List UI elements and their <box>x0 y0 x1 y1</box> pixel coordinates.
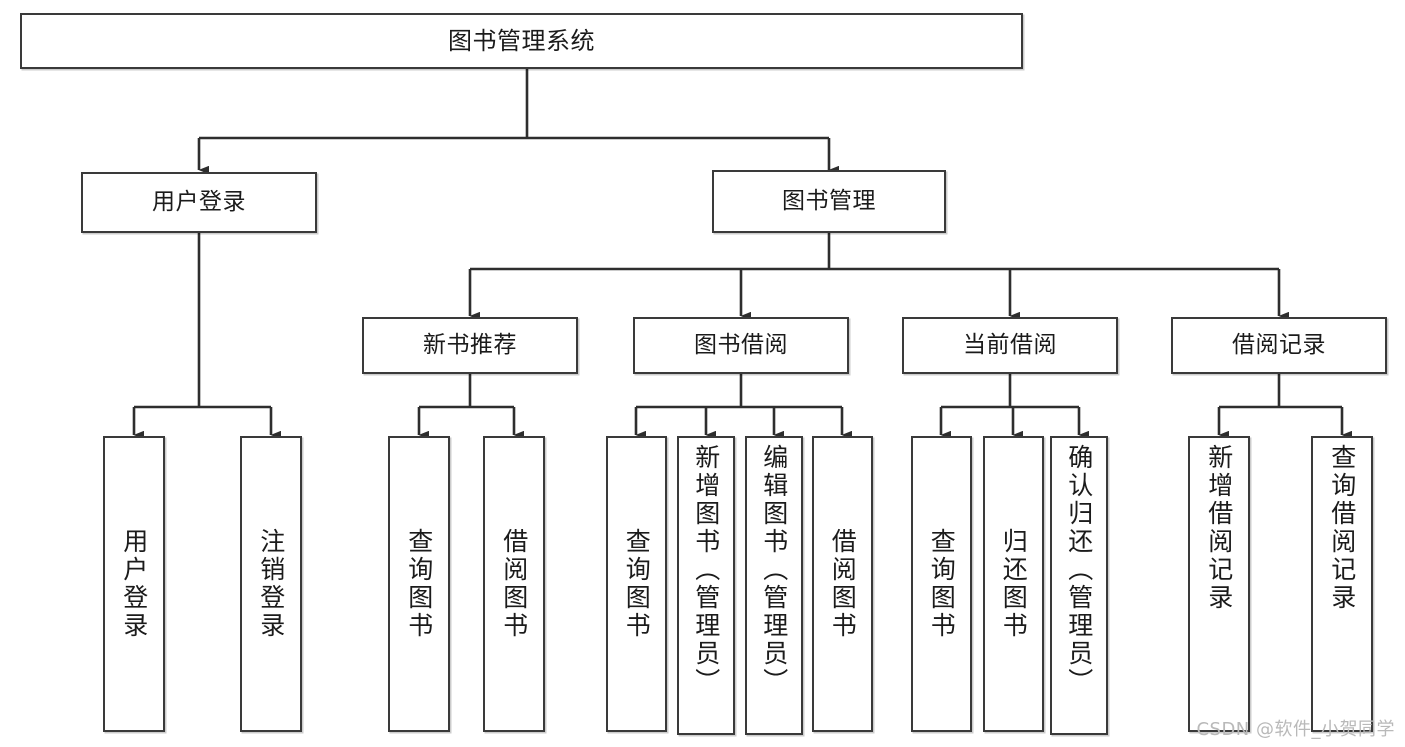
node-book-borrow[interactable]: 图书借阅 <box>633 317 849 374</box>
node-leaf-add-book[interactable]: 新增图书（管理员） <box>677 436 735 735</box>
node-new-book-recommend[interactable]: 新书推荐 <box>362 317 578 374</box>
csdn-watermark: CSDN @软件_小贺同学 <box>1196 719 1395 740</box>
node-label: 查询借阅记录 <box>1327 444 1357 612</box>
node-leaf-borrow-book-2[interactable]: 借阅图书 <box>812 436 873 732</box>
node-label: 用户登录 <box>119 528 149 640</box>
node-leaf-query-book-2[interactable]: 查询图书 <box>606 436 667 732</box>
node-label: 查询图书 <box>927 528 957 640</box>
node-label: 查询图书 <box>622 528 652 640</box>
node-label: 新书推荐 <box>423 331 517 358</box>
node-label: 新增图书（管理员） <box>691 444 721 696</box>
node-leaf-borrow-book-1[interactable]: 借阅图书 <box>483 436 545 732</box>
node-label: 用户登录 <box>152 188 246 215</box>
node-label: 图书管理 <box>782 187 876 214</box>
node-leaf-query-book-1[interactable]: 查询图书 <box>388 436 450 732</box>
node-leaf-query-record[interactable]: 查询借阅记录 <box>1311 436 1373 732</box>
node-label: 图书借阅 <box>694 331 788 358</box>
node-label: 当前借阅 <box>963 331 1057 358</box>
node-label: 图书管理系统 <box>448 26 595 55</box>
node-label: 借阅图书 <box>828 528 858 640</box>
node-leaf-return-book[interactable]: 归还图书 <box>983 436 1044 732</box>
node-label: 确认归还（管理员） <box>1064 444 1094 696</box>
node-label: 归还图书 <box>999 528 1029 640</box>
node-leaf-user-login[interactable]: 用户登录 <box>103 436 165 732</box>
node-leaf-add-record[interactable]: 新增借阅记录 <box>1188 436 1250 732</box>
node-label: 查询图书 <box>404 528 434 640</box>
node-borrow-record[interactable]: 借阅记录 <box>1171 317 1387 374</box>
node-leaf-edit-book[interactable]: 编辑图书（管理员） <box>745 436 803 735</box>
node-leaf-user-logout[interactable]: 注销登录 <box>240 436 302 732</box>
node-label: 借阅图书 <box>499 528 529 640</box>
node-label: 借阅记录 <box>1232 331 1326 358</box>
node-user-login[interactable]: 用户登录 <box>81 172 317 233</box>
node-leaf-query-book-3[interactable]: 查询图书 <box>911 436 972 732</box>
node-label: 编辑图书（管理员） <box>759 444 789 696</box>
node-label: 新增借阅记录 <box>1204 444 1234 612</box>
node-current-borrow[interactable]: 当前借阅 <box>902 317 1118 374</box>
node-root-book-management-system[interactable]: 图书管理系统 <box>20 13 1023 69</box>
node-label: 注销登录 <box>256 528 286 640</box>
node-book-manage[interactable]: 图书管理 <box>712 170 946 233</box>
node-leaf-confirm-return[interactable]: 确认归还（管理员） <box>1050 436 1108 735</box>
